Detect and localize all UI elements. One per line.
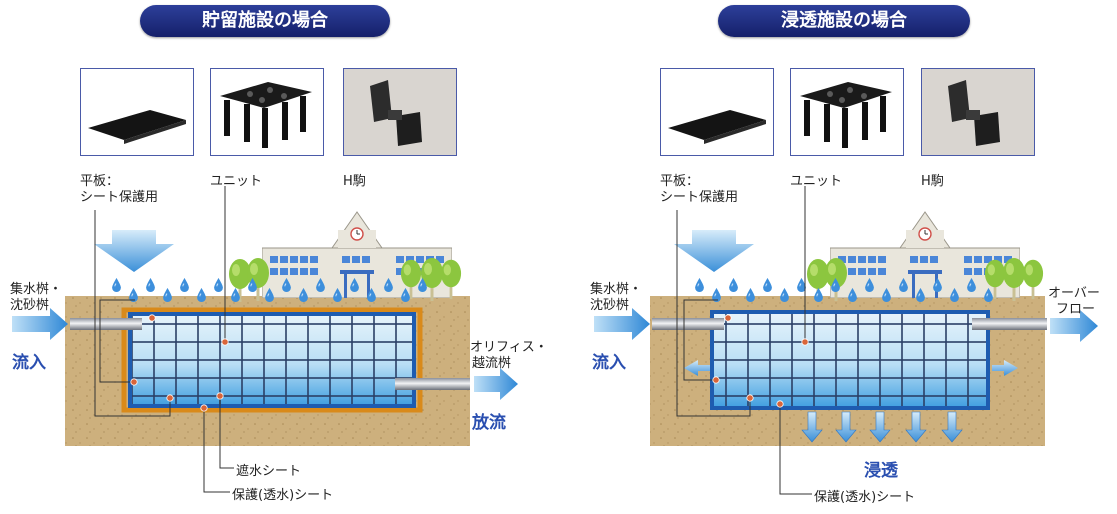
raindrop-icon	[146, 278, 155, 292]
right-side-arrow-right-icon	[992, 360, 1018, 376]
left-inflow-pipe	[70, 318, 142, 330]
unit-label: ユニット	[210, 174, 263, 189]
right-tree-icon	[1022, 259, 1044, 300]
overflow-line1: オーバー	[1048, 286, 1100, 301]
inflow-basin-line1: 集水桝・	[10, 282, 63, 297]
raindrop-icon	[763, 278, 772, 292]
h-piece-label: H駒	[921, 174, 944, 189]
inflow-label: 流入	[592, 353, 626, 373]
inflow-basin-line2: 沈砂桝	[10, 298, 50, 313]
left-inflow-arrow-icon	[12, 308, 68, 340]
plate-label-line2: シート保護用	[660, 190, 739, 205]
infiltration-arrow-icon	[801, 411, 823, 443]
left-rain-arrow-icon	[94, 230, 174, 272]
left-scene	[12, 186, 518, 493]
inflow-basin-line1: 集水桝・	[590, 282, 643, 297]
protect-sheet-label: 保護(透水)シート	[814, 490, 916, 505]
unit-icon	[800, 82, 892, 148]
thumb-flat-plate	[80, 68, 194, 156]
infiltration-label: 浸透	[864, 461, 898, 481]
raindrop-icon	[180, 278, 189, 292]
outlet-basin-line2: 越流桝	[472, 356, 512, 371]
raindrop-icon	[729, 278, 738, 292]
raindrop-icon	[695, 278, 704, 292]
right-title: 浸透施設の場合	[718, 5, 970, 37]
infiltration-arrow-icon	[941, 411, 963, 443]
h-piece-icon	[922, 69, 1034, 155]
infiltration-arrow-icon	[869, 411, 891, 443]
left-outflow-pipe	[395, 378, 470, 390]
right-leader-lines	[676, 186, 812, 495]
flat-plate-icon	[88, 110, 186, 140]
thumb-h-piece	[343, 68, 457, 156]
right-overflow-pipe	[972, 318, 1047, 330]
plate-label-line2: シート保護用	[80, 190, 159, 205]
unit-label: ユニット	[790, 174, 843, 189]
h-piece-icon	[344, 69, 456, 155]
left-discharge-arrow-icon	[474, 368, 518, 400]
right-infiltration-arrows	[801, 411, 963, 443]
right-overflow-arrow-icon	[1050, 310, 1098, 342]
raindrop-icon	[214, 278, 223, 292]
thumb-flat-plate	[660, 68, 774, 156]
thumb-h-piece	[921, 68, 1035, 156]
thumbnail-art	[88, 69, 1034, 155]
raindrop-icon	[780, 288, 789, 302]
thumb-unit	[790, 68, 904, 156]
raindrop-icon	[163, 288, 172, 302]
raindrop-icon	[112, 278, 121, 292]
infiltration-arrow-icon	[835, 411, 857, 443]
inflow-basin-line2: 沈砂桝	[590, 298, 630, 313]
right-inflow-arrow-icon	[594, 308, 650, 340]
flat-plate-icon	[668, 110, 766, 140]
infiltration-arrow-icon	[905, 411, 927, 443]
outlet-basin-line1: オリフィス・	[470, 340, 548, 355]
overflow-line2: フロー	[1056, 302, 1096, 317]
left-marker-dots	[130, 314, 229, 412]
unit-icon	[220, 82, 312, 148]
h-piece-label: H駒	[343, 174, 366, 189]
left-waterproof-sheet	[121, 307, 423, 413]
discharge-label: 放流	[472, 413, 506, 433]
right-side-arrow-left-icon	[684, 360, 710, 376]
plate-label-line1: 平板：	[80, 174, 120, 189]
right-rain-arrow-icon	[674, 230, 754, 272]
waterproof-sheet-label: 遮水シート	[236, 464, 302, 479]
inflow-label: 流入	[12, 353, 46, 373]
left-leader-lines	[94, 186, 234, 493]
thumb-unit	[210, 68, 324, 156]
left-title: 貯留施設の場合	[140, 5, 390, 37]
right-inflow-pipe	[652, 318, 724, 330]
protect-sheet-label: 保護(透水)シート	[232, 488, 334, 503]
raindrop-icon	[814, 288, 823, 302]
raindrop-icon	[197, 288, 206, 302]
plate-label-line1: 平板：	[660, 174, 700, 189]
right-marker-dots	[712, 314, 809, 408]
right-scene	[594, 186, 1098, 495]
raindrop-icon	[746, 288, 755, 302]
